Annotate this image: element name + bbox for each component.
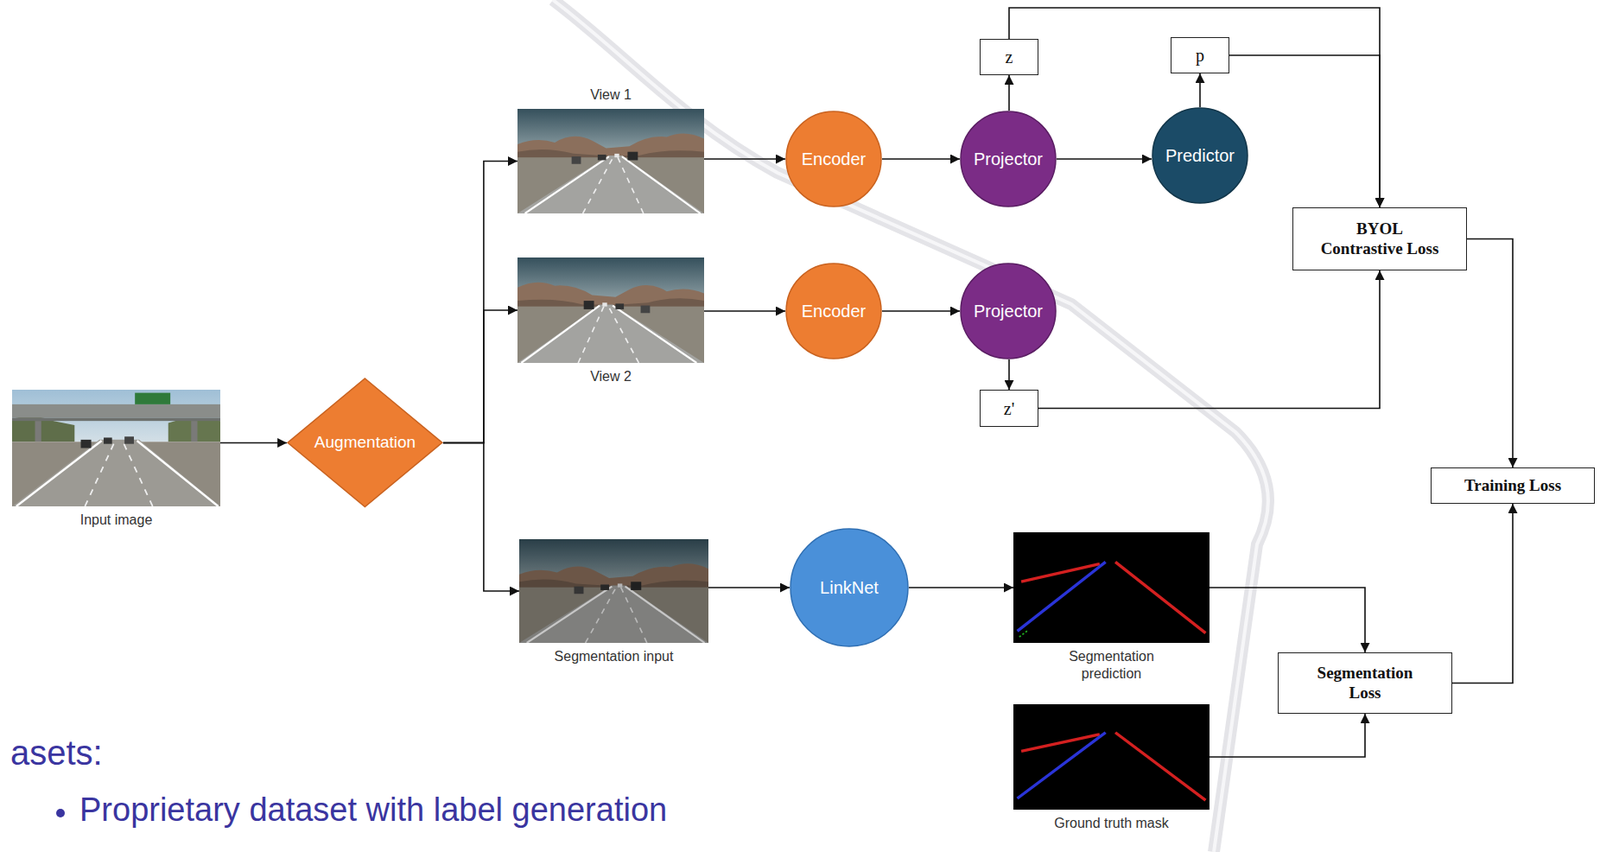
arrow-connector — [1466, 239, 1513, 469]
arrow-connector — [1008, 75, 1010, 111]
arrow-connector — [1008, 359, 1010, 390]
arrow-connector — [1209, 587, 1366, 653]
node-label: Training Loss — [1464, 476, 1562, 496]
road-photo — [517, 257, 705, 363]
node-label: LinkNet — [819, 577, 879, 598]
node-label: Encoder — [801, 300, 867, 322]
projector-circle: Projector — [959, 110, 1057, 208]
image-caption: Input image — [80, 511, 153, 529]
road-photo — [517, 108, 705, 214]
node-label: z — [1005, 46, 1014, 68]
input-image: Input image — [12, 389, 221, 507]
node-label: Projector — [973, 148, 1043, 170]
image-caption: Segmentation input — [554, 647, 674, 666]
arrow-connector — [443, 161, 518, 444]
bullet-dot — [56, 808, 65, 818]
augmentation-diamond: Augmentation — [286, 377, 444, 508]
circle-shape — [790, 528, 908, 647]
embedding-box: z — [979, 38, 1039, 76]
loss-box: Segmentation Loss — [1277, 652, 1453, 714]
road-photo — [519, 539, 709, 643]
bullet-text: Proprietary dataset with label generatio… — [79, 791, 667, 830]
loss-box: BYOL Contrastive Loss — [1292, 207, 1467, 271]
embedding-box: z' — [979, 389, 1039, 427]
arrow-connector — [1038, 270, 1380, 409]
node-label: z' — [1003, 398, 1015, 420]
node-label: Encoder — [801, 148, 867, 170]
arrow-connector — [1009, 7, 1380, 208]
image-caption: Ground truth mask — [1053, 814, 1169, 832]
predictor-circle: Predictor — [1151, 107, 1249, 204]
arrow-connector — [708, 586, 790, 589]
circle-shape — [960, 263, 1056, 359]
node-label: p — [1195, 44, 1205, 66]
arrow-connector — [443, 310, 518, 443]
loss-box: Training Loss — [1430, 467, 1595, 504]
view-image: View 1 — [517, 108, 705, 214]
image-caption: View 1 — [590, 86, 632, 104]
projector-circle: Projector — [959, 262, 1057, 360]
image-caption: Segmentation prediction — [1055, 647, 1169, 683]
diamond-shape — [287, 378, 443, 507]
node-label: Predictor — [1165, 145, 1235, 166]
view-image: View 2 — [517, 257, 705, 363]
arrow-connector — [704, 158, 786, 160]
node-label: Augmentation — [314, 432, 416, 453]
circle-shape — [960, 111, 1056, 207]
arrow-connector — [1209, 713, 1366, 757]
circle-shape — [786, 263, 882, 359]
arrow-connector — [1229, 55, 1380, 208]
arrow-connector — [1056, 158, 1152, 160]
arrow-connector — [908, 586, 1014, 589]
prediction-box: p — [1170, 37, 1230, 74]
photo-darkening — [519, 539, 709, 643]
road-photo — [12, 389, 221, 507]
lane-mask — [1013, 704, 1210, 810]
arrow-connector — [443, 442, 520, 591]
node-label: BYOL Contrastive Loss — [1317, 219, 1443, 260]
arrow-connector — [704, 310, 786, 312]
mask-image: Segmentation prediction — [1013, 532, 1210, 643]
encoder-circle: Encoder — [785, 262, 883, 360]
arrow-connector — [220, 442, 287, 445]
linknet-circle: LinkNet — [789, 527, 909, 648]
arrow-connector — [882, 310, 960, 312]
mask-image: Ground truth mask — [1013, 704, 1210, 810]
circle-shape — [1152, 107, 1248, 204]
section-heading: asets: — [10, 732, 103, 773]
arrow-connector — [1199, 73, 1201, 108]
segmentation-input-image: Segmentation input — [519, 539, 709, 643]
lane-mask — [1013, 532, 1210, 643]
node-label: Segmentation Loss — [1302, 663, 1429, 704]
node-label: Projector — [973, 300, 1043, 322]
encoder-circle: Encoder — [785, 110, 883, 208]
circle-shape — [786, 111, 882, 207]
image-caption: View 2 — [590, 368, 632, 386]
arrow-connector — [1452, 503, 1513, 684]
arrow-connector — [882, 158, 960, 160]
